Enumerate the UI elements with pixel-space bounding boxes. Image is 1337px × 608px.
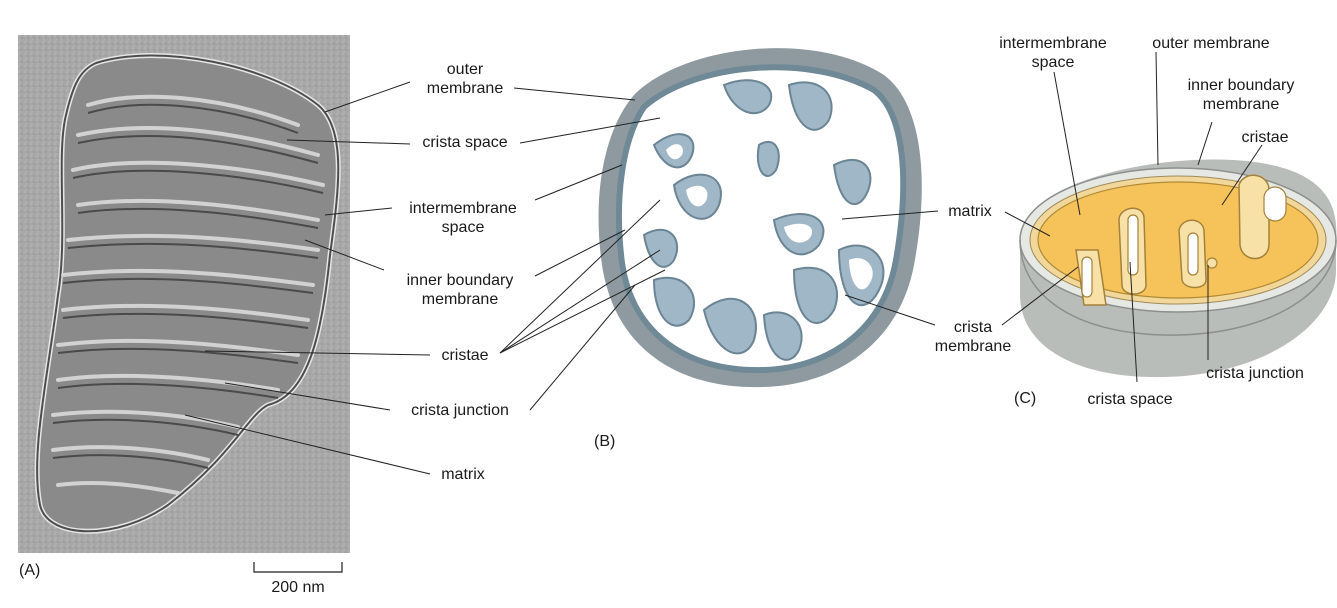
label-c-cristae: cristae — [1241, 129, 1289, 146]
label-c-intermembrane-space: intermembrane space — [999, 35, 1107, 71]
label-crista-junction: crista junction — [411, 402, 509, 419]
scale-bar — [253, 562, 343, 573]
scale-bar-label: 200 nm — [271, 579, 325, 596]
panel-a-letter: (A) — [19, 562, 41, 579]
label-c-inner-boundary-membrane: inner boundary membrane — [1187, 77, 1295, 113]
label-b-crista-membrane: crista membrane — [934, 319, 1012, 355]
label-crista-space: crista space — [422, 134, 508, 151]
label-intermembrane-space: intermembrane space — [409, 200, 517, 236]
panel-c-letter: (C) — [1014, 390, 1037, 407]
schematic-model — [1019, 159, 1337, 378]
label-c-crista-junction: crista junction — [1206, 365, 1304, 382]
label-outer-membrane: outer membrane — [426, 61, 504, 97]
panel-b-letter: (B) — [594, 433, 616, 450]
electron-micrograph — [18, 35, 350, 553]
label-cristae: cristae — [441, 347, 489, 364]
label-b-matrix: matrix — [948, 203, 992, 220]
label-inner-boundary-membrane: inner boundary membrane — [406, 272, 514, 308]
label-c-outer-membrane: outer membrane — [1152, 35, 1270, 52]
tomography-model — [598, 48, 922, 388]
label-c-crista-space: crista space — [1087, 391, 1173, 408]
label-matrix: matrix — [441, 466, 485, 483]
